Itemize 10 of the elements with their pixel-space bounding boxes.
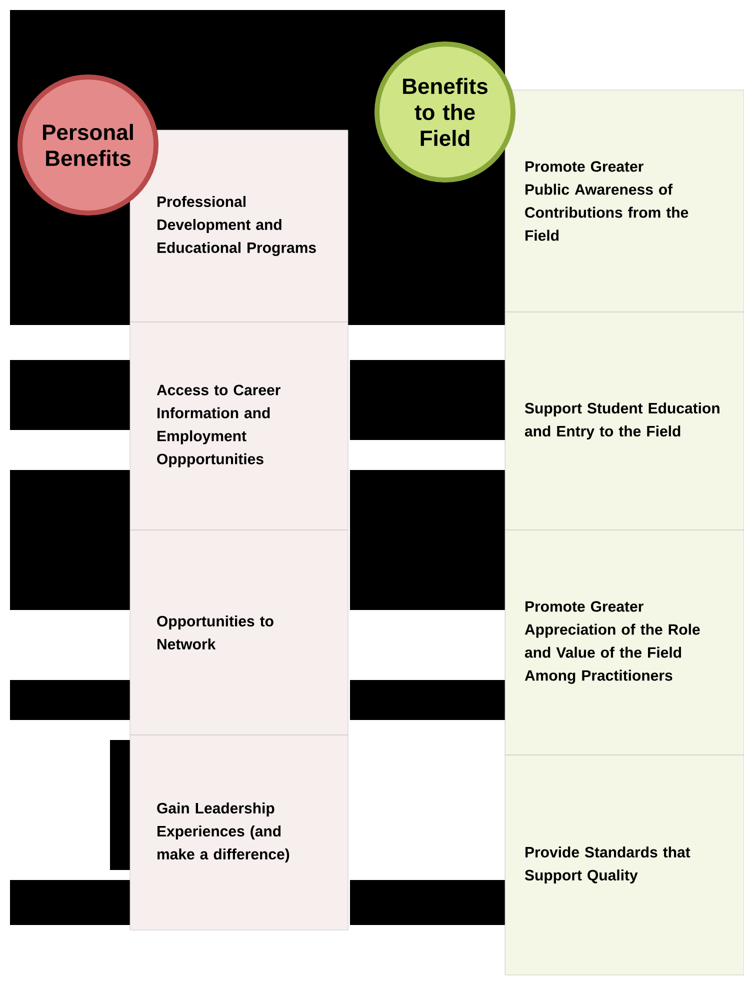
- benefit-box: Promote Greater Appreciation of the Role and Value of the Field Among Practitioners: [504, 530, 744, 756]
- node-label: Promote Greater Appreciation of the Role and Value of the Field Among Practitioners: [524, 601, 700, 684]
- node-label: Promote Greater Public Awareness of Contributions from the Field: [525, 161, 688, 241]
- node-label: Support Student Education and Entry to the Field: [524, 402, 720, 440]
- benefit-box: Support Student Education and Entry to the Field: [504, 312, 744, 530]
- benefit-box: Promote Greater Public Awareness of Contributions from the Field: [504, 90, 744, 312]
- benefit-box: Opportunities to Network: [130, 530, 348, 736]
- benefit-box: Gain Leadership Experiences (and make a difference): [130, 734, 348, 930]
- benefit-box: Provide Standards that Support Quality: [504, 754, 744, 976]
- benefit-box: Access to Career Information and Employment Oppportunities: [130, 322, 348, 530]
